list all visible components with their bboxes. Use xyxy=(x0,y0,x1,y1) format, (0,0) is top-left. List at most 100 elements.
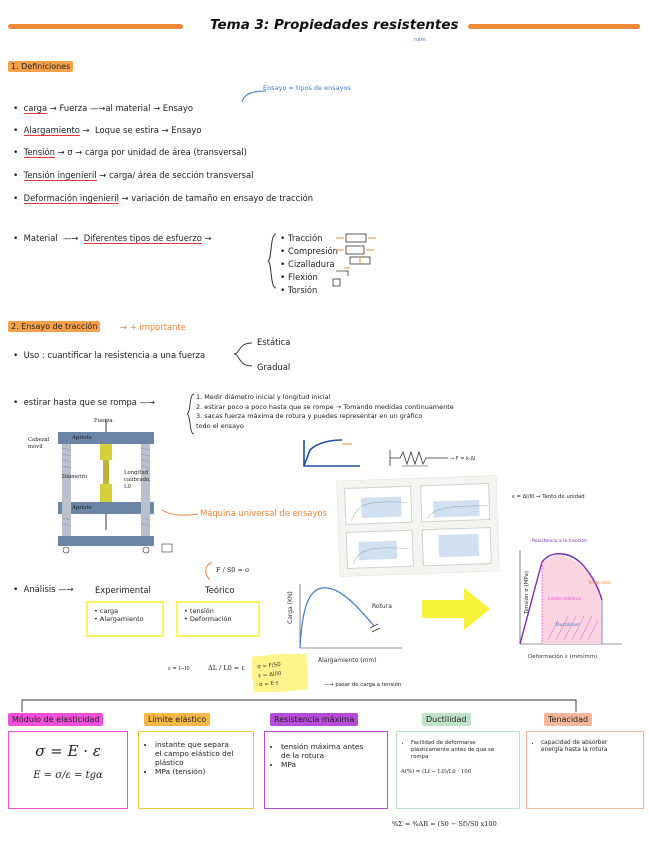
analisis-row: • Análisis —→ xyxy=(13,584,74,595)
tenacidad-line-1: capacidad de absorber energía hasta la r… xyxy=(541,740,627,754)
svg-text:→ F = k·Δl: → F = k·Δl xyxy=(450,456,475,462)
step-3: 3. sacas fuerza máxima de rotura y puede… xyxy=(196,412,423,420)
title-rule-right xyxy=(468,24,640,29)
prop-header-modulo: Módulo de elasticidad xyxy=(8,713,104,726)
material-brace xyxy=(267,233,277,289)
title-rule-left xyxy=(8,24,183,29)
step-2: 2. estirar poco a poco hasta que se romp… xyxy=(196,402,454,411)
step-1: 1. Medir diámetro inicial y longitud ini… xyxy=(196,393,331,401)
term-deformacion-ingenieril: Deformación ingenieril xyxy=(23,193,119,204)
label-diametro: Diámetro xyxy=(62,474,88,480)
spring-sketch: → F = k·Δl xyxy=(389,450,475,467)
prop-header-limite: Límite elástico xyxy=(144,713,211,726)
footer-formula: %Σ = %AR = (S0 − Sf)/S0 x100 xyxy=(392,820,497,828)
prop-box-limite: instante que separa el campo elástico de… xyxy=(138,731,254,809)
svg-text:Carga (KN): Carga (KN) xyxy=(287,591,294,624)
epsilon-note: ε = Δl/l0 → Tanto de unidad xyxy=(512,494,585,500)
maquina-pointer xyxy=(161,509,199,516)
uso-gradual: Gradual xyxy=(257,362,291,372)
definition-row: • Alargamiento → Loque se estira → Ensay… xyxy=(13,125,202,136)
testing-machine-image xyxy=(28,418,176,554)
svg-text:Tensión σ (MPa): Tensión σ (MPa) xyxy=(523,571,530,615)
section-2-header: 2. Ensayo de tracción xyxy=(8,321,101,332)
curve-sketch xyxy=(303,439,360,467)
uso-estatica: Estática xyxy=(257,337,291,347)
resistencia-line-2: MPa xyxy=(281,760,387,769)
type-compresion: Compresión xyxy=(287,246,338,256)
svg-text:Límite elástico: Límite elástico xyxy=(548,595,581,602)
prop-header-ductilidad: Ductilidad xyxy=(422,713,471,726)
page-title: Tema 3: Propiedades resistentes xyxy=(210,17,459,33)
maquina-label: Máquina universal de ensayos xyxy=(200,508,327,518)
resistencia-line-1: tensión máxima antes de la rotura xyxy=(281,742,367,760)
stress-types-list: • Tracción • Compresión • Cizalladura • … xyxy=(280,233,338,296)
svg-text:Rotura: Rotura xyxy=(372,603,392,610)
formula-eps: ΔL / L0 = ε xyxy=(208,664,245,672)
estirar-row: • estirar hasta que se rompa —→ xyxy=(13,397,155,408)
formula-sigma: F / S0 = σ xyxy=(216,566,250,574)
type-torsion: Torsión xyxy=(287,285,318,295)
section-1-header: 1. Definiciones xyxy=(8,61,74,72)
teorico-box: • tensión • Deformación xyxy=(176,601,260,637)
step-3-cont: todo el ensayo xyxy=(196,421,244,430)
modulo-formula-main: σ = E · ε xyxy=(35,742,101,760)
formulas-note: σ = F/S0 ε = Δl/l0 σ = E·ε xyxy=(252,654,308,692)
important-note: → + importante xyxy=(120,322,186,332)
uso-brace xyxy=(233,342,253,367)
prop-box-tenacidad: capacidad de absorber energía hasta la r… xyxy=(526,731,644,809)
load-elongation-chart: Carga (KN) Rotura Alargamiento (mm) xyxy=(287,584,402,664)
prop-header-tenacidad: Tenacidad xyxy=(544,713,593,726)
steps-list: 1. Medir diámetro inicial y longitud ini… xyxy=(196,393,454,431)
material-row: • Material —→ Diferentes tipos de esfuer… xyxy=(13,233,212,244)
definition-row: • Deformación ingenieril → variación de … xyxy=(13,193,314,204)
stress-type-sketches xyxy=(332,233,376,287)
prop-box-ductilidad: Facilidad de deformarse plásticamente an… xyxy=(396,731,520,809)
prop-box-resistencia: tensión máxima antes de la rotura MPa xyxy=(264,731,388,809)
svg-text:σ = E·ε: σ = E·ε xyxy=(259,680,279,688)
experimental-box: • carga • Alargamiento xyxy=(86,601,164,637)
ductilidad-line-1: Facilidad de deformarse plásticamente an… xyxy=(411,740,501,761)
pasar-note: —→ pasar de carga a tensión xyxy=(324,682,402,688)
svg-text:Alargamiento (mm): Alargamiento (mm) xyxy=(318,657,377,664)
ductilidad-formula: A(%) = (Lf − L0)/L0 · 100 xyxy=(401,769,472,775)
teorico-arrow xyxy=(205,561,213,581)
svg-text:Deformación ε (mm/mm): Deformación ε (mm/mm) xyxy=(528,653,597,660)
term-tension-ingenieril: Tensión ingenieril xyxy=(23,170,97,181)
prop-header-resistencia: Resistencia máxima xyxy=(270,713,359,726)
svg-text:Ductilidad: Ductilidad xyxy=(556,622,579,628)
svg-text:Tenacidad: Tenacidad xyxy=(587,580,611,586)
type-flexion: Flexión xyxy=(287,272,318,282)
formula-eps-left: ε = l−l0 xyxy=(168,666,190,672)
svg-text:σ = F/S0: σ = F/S0 xyxy=(257,662,282,670)
type-traccion: Tracción xyxy=(287,233,323,243)
term-carga: carga xyxy=(23,103,48,114)
label-fuerza: Fuerza xyxy=(94,418,113,424)
definition-row: • Tensión ingenieril → carga/ área de se… xyxy=(13,170,254,181)
definition-row: • carga → Fuerza —→al material → Ensayo xyxy=(13,103,193,114)
note-pointer-curve xyxy=(241,90,267,103)
definition-row: • Tensión → σ → carga por unidad de área… xyxy=(13,147,247,158)
term-alargamiento: Alargamiento xyxy=(23,125,80,136)
modulo-formula-tg: E = σ/ε = tgα xyxy=(33,770,103,781)
label-apriete-top: Apriete xyxy=(72,435,92,441)
limite-line-2: MPa (tensión) xyxy=(155,767,253,776)
experimental-label: Experimental xyxy=(95,585,151,595)
big-yellow-arrow xyxy=(422,588,490,630)
test-results-photo xyxy=(336,475,500,577)
limite-line-1: instante que separa el campo elástico de… xyxy=(155,740,235,767)
steps-brace xyxy=(186,393,195,435)
prop-box-modulo: σ = E · ε E = σ/ε = tgα xyxy=(8,731,128,809)
uso-row: • Uso : cuantificar la resistencia a una… xyxy=(13,350,206,361)
svg-text:Resistencia a la tracción: Resistencia a la tracción xyxy=(532,537,587,544)
svg-text:ε = Δl/l0: ε = Δl/l0 xyxy=(258,671,282,679)
props-connector xyxy=(21,699,577,712)
term-tension: Tensión xyxy=(23,147,55,158)
label-apriete-bottom: Apriete xyxy=(72,505,92,511)
stress-strain-chart: Tensión σ (MPa) Deformación ε (mm/mm) Re… xyxy=(519,537,622,660)
type-cizalladura: Cizalladura xyxy=(287,259,335,269)
teorico-label: Teórico xyxy=(205,585,235,595)
title-tag: nam xyxy=(414,37,426,43)
definitions-note: Ensayo = tipos de ensayos xyxy=(263,84,351,92)
